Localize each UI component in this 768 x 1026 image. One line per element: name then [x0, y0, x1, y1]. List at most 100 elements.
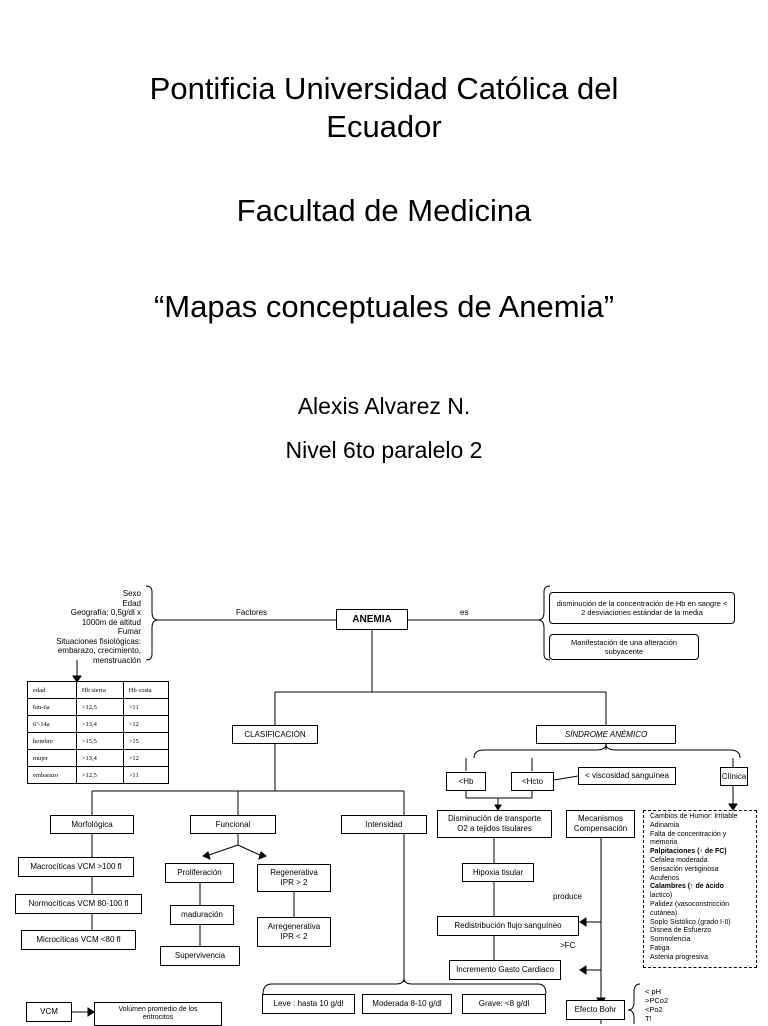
factor-item: Geografía: 0,5g/dl x	[70, 608, 141, 617]
symptom-item: Fatiga	[650, 944, 670, 952]
table-cell: mujer	[27, 749, 77, 767]
anemia-node: ANEMIA	[336, 609, 408, 630]
table-header-cell: Hb costa	[122, 681, 170, 699]
university-name: Pontificia Universidad Católica del Ecua…	[0, 70, 768, 146]
arregenerativa-node: Arregenerativa IPR < 2	[257, 917, 331, 947]
es-label: es	[460, 608, 469, 617]
symptom-item: Cambios de Humor: Irritable	[650, 813, 738, 820]
bohr-list: < pH >PCo2 <Po2 T!	[645, 987, 668, 1023]
symptom-item: Astenia progresiva	[650, 953, 708, 961]
manifestation-box: Manifestación de una alteración subyacen…	[549, 634, 699, 660]
definition-box: disminución de la concentración de Hb en…	[549, 592, 735, 624]
clinica-symptoms-list: Cambios de Humor: Irritable Adinamia Fal…	[643, 810, 757, 968]
disminucion-o2-node: Disminución de transporte O2 a tejidos t…	[437, 810, 552, 838]
table-cell: >15,5	[75, 732, 124, 750]
table-row: hombre >15,5 >15	[27, 732, 170, 750]
table-cell: >12	[122, 715, 170, 733]
table-cell: >11	[122, 698, 170, 716]
factor-item: menstruación	[92, 655, 141, 665]
regenerativa-node: Regenerativa IPR > 2	[257, 864, 331, 892]
proliferacion-node: Proliferación	[165, 863, 234, 883]
symptom-item: Adinamia	[650, 821, 680, 829]
hipoxia-node: Hipoxia tisular	[462, 863, 534, 882]
bohr-item: < pH	[645, 987, 662, 996]
table-cell: 6ª-14a	[27, 715, 77, 733]
bohr-item: <Po2	[645, 1005, 663, 1014]
table-row: 6m-6a >12,5 >11	[27, 698, 170, 716]
symptom-item: Soplo Sistólico (grado I-II)	[650, 918, 731, 926]
symptom-item: cutánea)	[650, 909, 678, 917]
bohr-item: T!	[645, 1014, 652, 1023]
sindrome-anemico-node: SÍNDROME ANÉMICO	[536, 725, 676, 744]
symptom-item: lactico)	[650, 892, 673, 900]
grave-node: Grave: <8 g/dl	[462, 994, 546, 1014]
leve-node: Leve : hasta 10 g/dl	[262, 994, 355, 1014]
table-header-cell: Hb sierra	[75, 681, 124, 699]
table-cell: >12,5	[75, 766, 124, 784]
table-cell: >15	[122, 732, 170, 750]
hb-reference-table: edad Hb sierra Hb costa 6m-6a >12,5 >11 …	[27, 681, 170, 784]
university-line-2: Ecuador	[326, 109, 442, 144]
supervivencia-node: Supervivencia	[160, 946, 240, 966]
intensidad-node: Intensidad	[341, 815, 427, 834]
symptom-item: Palidez (vasoconstricción	[650, 900, 729, 908]
symptom-item: Somnolencia	[650, 936, 691, 944]
symptom-item: Falta de concentración y	[650, 830, 727, 838]
factor-item: Situaciones fisiológicas:	[56, 636, 141, 646]
symptom-item: Disnea de Esfuerzo	[650, 927, 712, 935]
moderada-node: Moderada 8-10 g/dl	[362, 994, 452, 1014]
microciticas-node: Microcíticas VCM <80 fl	[21, 930, 136, 950]
factor-item: Fumar	[117, 627, 141, 636]
mecanismos-node: Mecanismos Compensación	[566, 810, 635, 838]
factor-item: 1000m de altitud	[81, 617, 141, 627]
university-line-1: Pontificia Universidad Católica del	[149, 71, 619, 106]
symptom-item: Palpitaciones (↑ de FC)	[650, 848, 727, 856]
funcional-node: Funcional	[190, 815, 276, 834]
macrociticas-node: Macrocíticas VCM >100 fl	[18, 857, 134, 877]
redistribucion-node: Redistribución flujo sanguíneo	[437, 916, 579, 936]
symptom-item: memoria	[650, 839, 678, 847]
bohr-item: >PCo2	[645, 996, 669, 1005]
hb-node: <Hb	[446, 772, 486, 791]
symptom-item: Acufenos	[650, 874, 680, 882]
table-cell: >12	[122, 749, 170, 767]
table-cell: embarazo	[27, 766, 77, 784]
incremento-gasto-node: Incremento Gasto Cardiaco	[449, 960, 561, 980]
table-cell: >11	[122, 766, 170, 784]
produce-label: produce	[553, 892, 582, 901]
table-cell: >13,4	[75, 749, 124, 767]
maduracion-node: maduración	[170, 905, 234, 925]
factor-item: Sexo	[122, 589, 141, 598]
factor-item: embarazo, crecimiento,	[57, 646, 141, 655]
symptom-item: Cefalea moderada	[650, 856, 708, 864]
table-header-row: edad Hb sierra Hb costa	[27, 681, 170, 699]
efecto-bohr-node: Efecto Bohr	[566, 1000, 625, 1020]
clasificacion-node: CLASIFICACIÓN	[232, 725, 318, 744]
symptom-item: Sensación vertiginosa	[650, 865, 719, 873]
table-cell: >12,5	[75, 698, 124, 716]
table-cell: 6m-6a	[27, 698, 77, 716]
faculty-title: Facultad de Medicina	[236, 193, 532, 228]
normociticas-node: Normocíticas VCM 80-100 fl	[15, 894, 142, 914]
viscosidad-node: < viscosidad sanguínea	[578, 767, 676, 785]
factors-list: Sexo Edad Geografía: 0,5g/dl x 1000m de …	[20, 589, 141, 665]
table-header-cell: edad	[27, 681, 77, 699]
clinica-node: Clínica	[720, 767, 748, 786]
factor-item: Edad	[122, 598, 141, 608]
fc-label: >FC	[560, 941, 576, 950]
table-cell: hombre	[27, 732, 77, 750]
course-level: Nivel 6to paralelo 2	[285, 437, 483, 463]
table-row: 6ª-14a >13,4 >12	[27, 715, 170, 733]
hcto-node: <Hcto	[511, 772, 554, 791]
table-row: mujer >13,4 >12	[27, 749, 170, 767]
factores-label: Factores	[236, 608, 268, 617]
morfologica-node: Morfológica	[50, 815, 134, 834]
vcm-node: VCM	[26, 1002, 72, 1022]
vcm-definition-node: Volúmen promedio de los eritrocitos	[94, 1002, 222, 1026]
table-cell: >13,4	[75, 715, 124, 733]
document-title: “Mapas conceptuales de Anemia”	[153, 289, 615, 324]
table-row: embarazo >12,5 >11	[27, 766, 170, 784]
author-name: Alexis Alvarez N.	[297, 393, 471, 419]
symptom-item: Calambres (↑ de ácido	[650, 883, 724, 891]
